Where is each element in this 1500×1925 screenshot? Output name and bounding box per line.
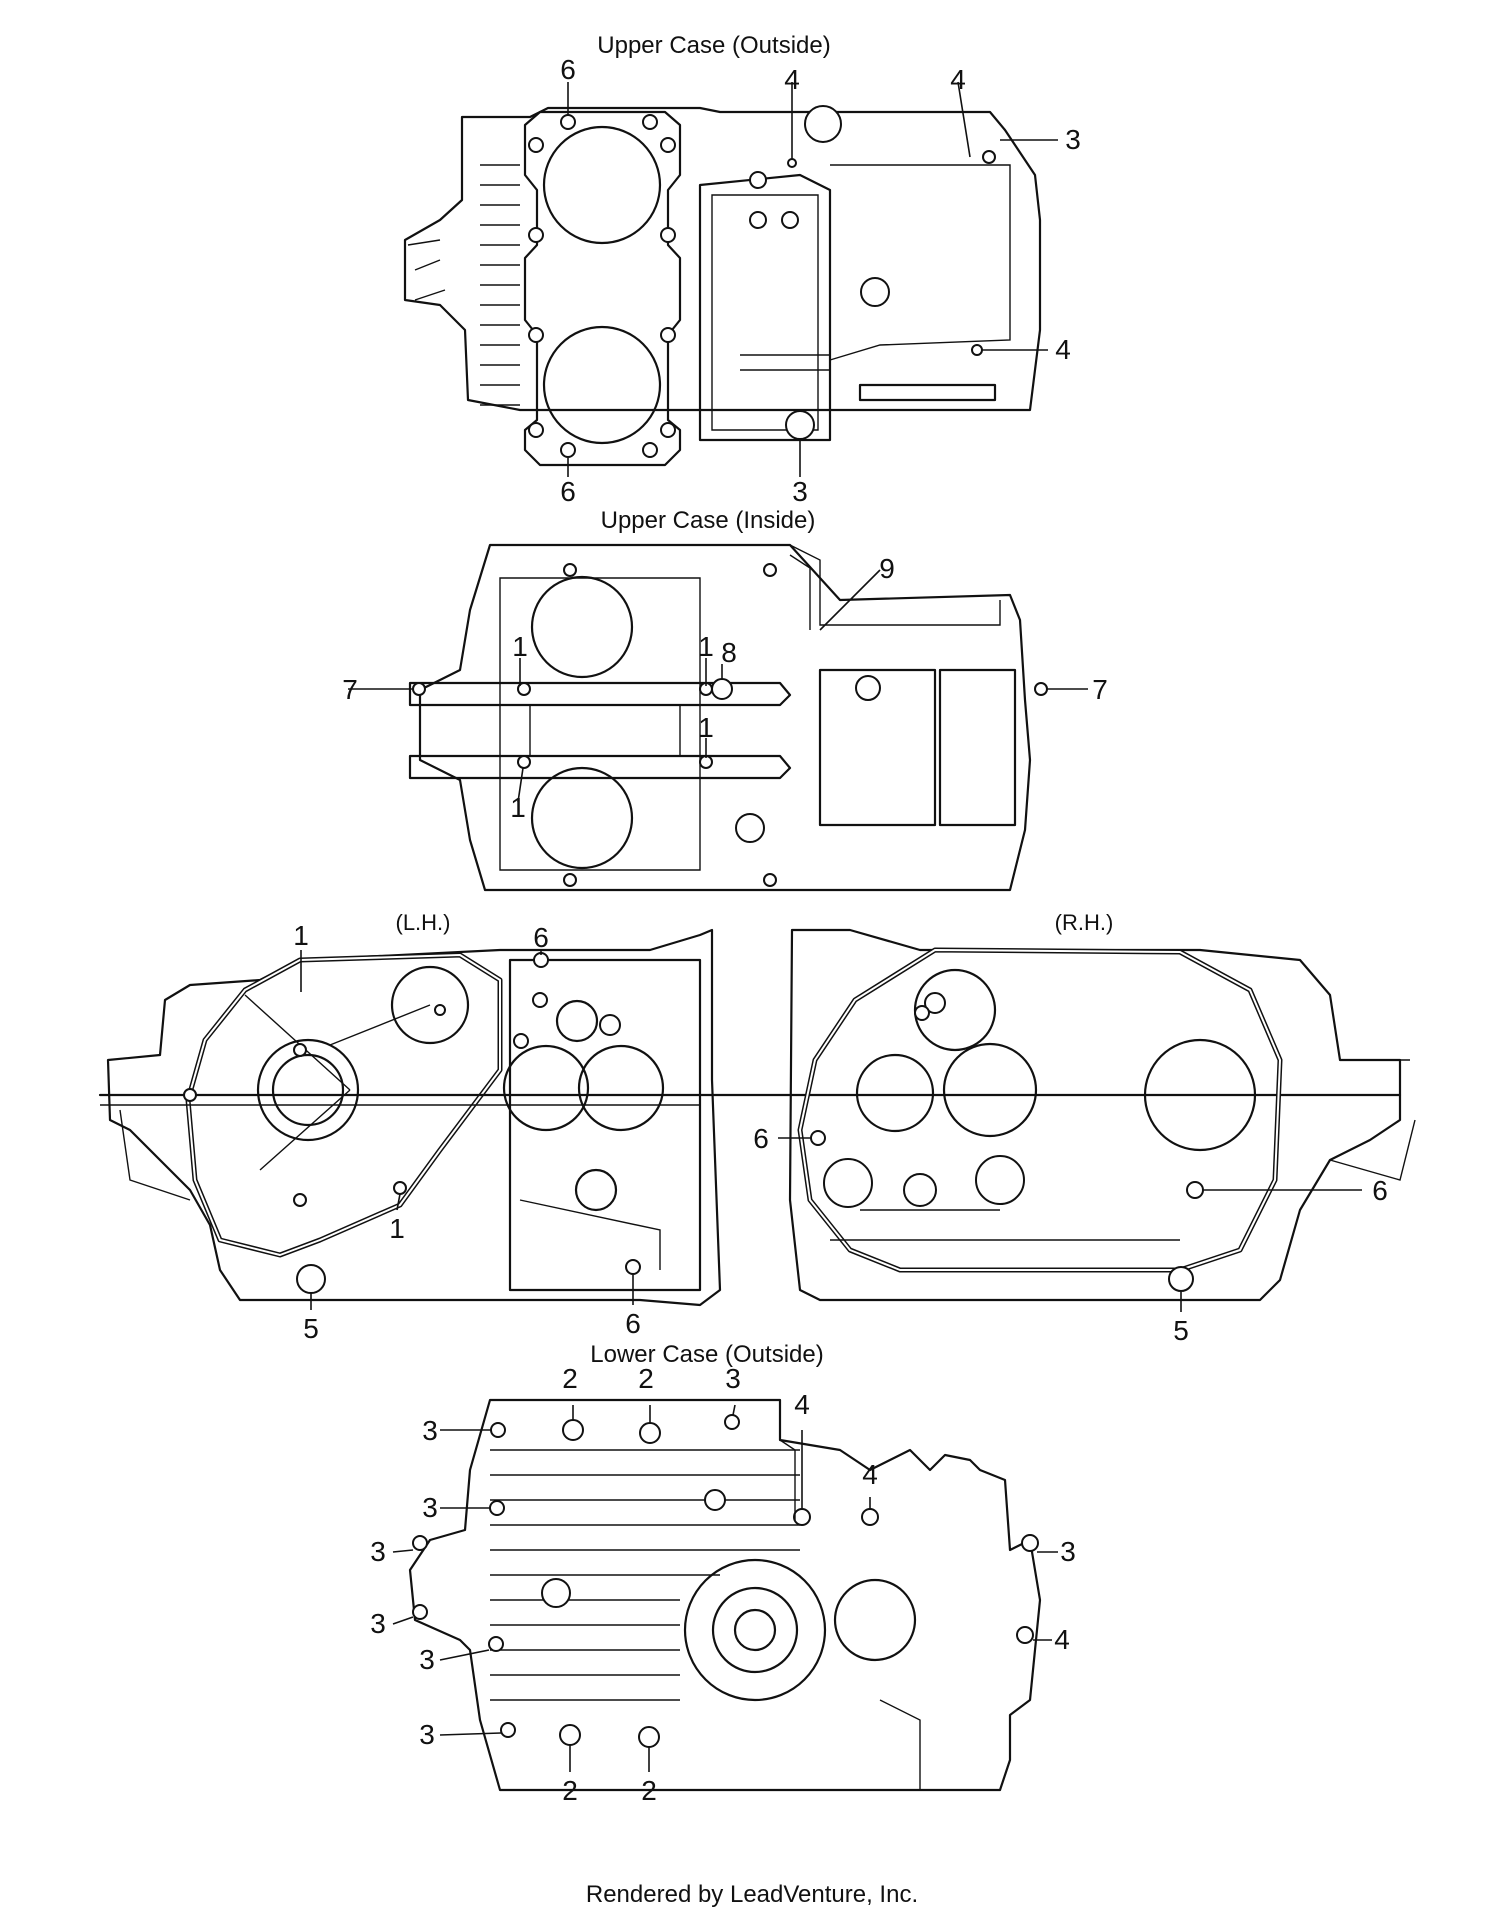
callout-uo-3-right: 3 — [1065, 124, 1081, 155]
callout-ui-7-left: 7 — [342, 674, 358, 705]
lower-case-outside-drawing — [408, 1398, 1042, 1792]
upper-case-outside-leaders — [567, 81, 1058, 477]
lower-case-outside-leaders — [392, 1404, 1058, 1772]
right-hand-side-leaders — [778, 1137, 1362, 1312]
callout-lh-6-bottom: 6 — [625, 1308, 641, 1339]
callout-ui-7-right: 7 — [1092, 674, 1108, 705]
callout-ui-1-lower-mid: 1 — [698, 712, 714, 743]
callout-ui-1-lower-left: 1 — [510, 792, 526, 823]
left-hand-side-drawing — [98, 928, 1402, 1307]
callout-lo-3-top: 3 — [725, 1363, 741, 1394]
title-upper-case-inside: Upper Case (Inside) — [601, 507, 816, 534]
label-left-hand: (L.H.) — [396, 910, 451, 935]
title-upper-case-outside: Upper Case (Outside) — [597, 32, 830, 59]
callout-lo-4-right: 4 — [1054, 1624, 1070, 1655]
callout-lh-1-top: 1 — [293, 920, 309, 951]
callout-lo-2-bottom-a: 2 — [562, 1775, 578, 1806]
callout-ui-8: 8 — [721, 637, 737, 668]
callout-lo-3-left-c: 3 — [370, 1536, 386, 1567]
footer-credit: Rendered by LeadVenture, Inc. — [586, 1881, 918, 1908]
upper-case-inside-drawing — [408, 543, 1048, 892]
callout-uo-3-bottom: 3 — [792, 476, 808, 507]
callout-lh-6-top: 6 — [533, 922, 549, 953]
callout-rh-6-right: 6 — [1372, 1175, 1388, 1206]
callout-ui-1-left: 1 — [512, 631, 528, 662]
title-lower-case-outside: Lower Case (Outside) — [590, 1341, 823, 1368]
callout-lo-3-left-b: 3 — [422, 1492, 438, 1523]
callout-lo-4-top: 4 — [794, 1389, 810, 1420]
callout-uo-4-a: 4 — [784, 64, 800, 95]
callout-lo-4-mid: 4 — [862, 1459, 878, 1490]
callout-uo-6-bottom: 6 — [560, 476, 576, 507]
callout-lh-1-bottom: 1 — [389, 1213, 405, 1244]
callout-ui-1-mid: 1 — [698, 631, 714, 662]
label-right-hand: (R.H.) — [1055, 910, 1114, 935]
callout-lo-3-right: 3 — [1060, 1536, 1076, 1567]
callout-lo-2-top-a: 2 — [562, 1363, 578, 1394]
callout-lo-3-left-e: 3 — [419, 1644, 435, 1675]
left-hand-side-leaders — [300, 950, 634, 1310]
upper-case-outside-drawing — [403, 105, 1042, 467]
callout-rh-6-left: 6 — [753, 1123, 769, 1154]
callout-rh-5: 5 — [1173, 1315, 1189, 1346]
callout-ui-9: 9 — [879, 553, 895, 584]
callout-uo-6-top: 6 — [560, 54, 576, 85]
callout-lh-5: 5 — [303, 1313, 319, 1344]
callout-lo-3-left-f: 3 — [419, 1719, 435, 1750]
callout-uo-4-b: 4 — [950, 64, 966, 95]
right-hand-side-drawing — [788, 928, 1416, 1302]
callout-uo-4-right: 4 — [1055, 334, 1071, 365]
callout-lo-3-left-a: 3 — [422, 1415, 438, 1446]
callout-lo-2-bottom-b: 2 — [641, 1775, 657, 1806]
callout-lo-3-left-d: 3 — [370, 1608, 386, 1639]
callout-lo-2-top-b: 2 — [638, 1363, 654, 1394]
upper-case-inside-leaders — [348, 569, 1088, 803]
